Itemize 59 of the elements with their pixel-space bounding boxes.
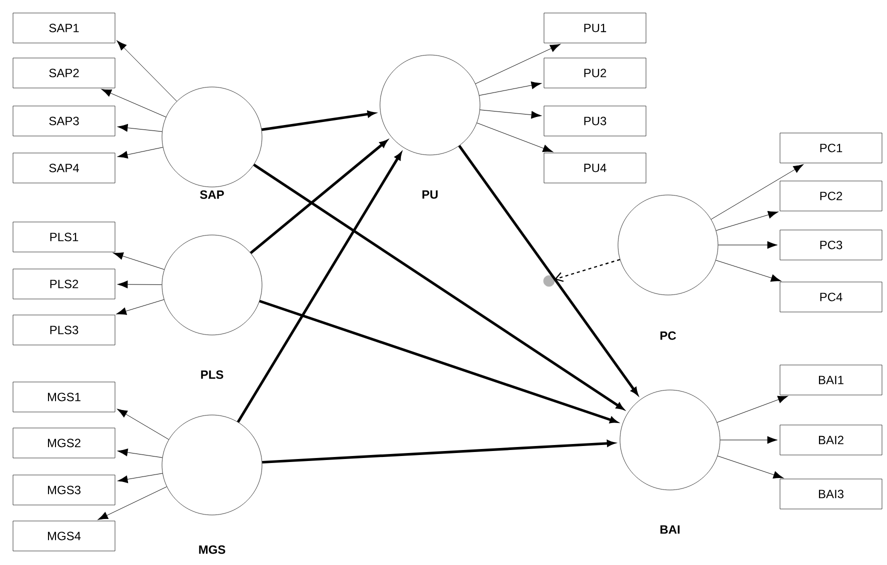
node-label: PU <box>422 190 438 199</box>
indicator-box: PU3 <box>544 106 646 136</box>
node-label: PC <box>660 331 676 340</box>
arrow <box>261 110 375 131</box>
arrow <box>480 110 542 119</box>
indicator-box: BAI3 <box>780 478 882 510</box>
arrow <box>118 124 162 132</box>
arrow <box>458 145 638 395</box>
dashed-arrow <box>554 258 620 282</box>
arrow <box>116 299 164 315</box>
arrow <box>710 164 804 220</box>
indicator-box: PC1 <box>780 132 882 164</box>
indicator-box: MGS2 <box>12 428 116 458</box>
arrow <box>475 44 560 84</box>
indicator-box: SAP2 <box>12 58 116 88</box>
indicator-box: PLS3 <box>12 314 116 346</box>
arrow <box>253 164 624 410</box>
indicator-box: MGS4 <box>12 520 116 552</box>
arrow <box>716 260 782 282</box>
arrow <box>716 211 778 231</box>
arrow <box>718 241 778 249</box>
indicator-box: PLS1 <box>12 222 116 252</box>
node-label: BAI <box>660 525 680 534</box>
indicator-box: PU4 <box>544 152 646 184</box>
indicator-box: MGS3 <box>12 474 116 506</box>
indicator-box: BAI1 <box>780 364 882 396</box>
arrow <box>720 436 778 444</box>
indicator-box: SAP1 <box>12 12 116 44</box>
indicator-box: PC3 <box>780 230 882 260</box>
arrow <box>236 152 402 423</box>
arrow <box>118 280 162 288</box>
arrow <box>101 88 166 118</box>
node-label: MGS <box>199 545 226 554</box>
arrow <box>476 122 554 152</box>
arrow <box>113 252 164 270</box>
arrow <box>116 40 177 102</box>
arrow <box>259 300 618 424</box>
arrow <box>117 408 170 440</box>
indicator-box: PU2 <box>544 58 646 88</box>
indicator-box: PLS2 <box>12 268 116 300</box>
arrow <box>118 448 163 458</box>
arrow <box>717 456 784 479</box>
arrow <box>262 440 614 464</box>
moderation-dot <box>543 275 555 287</box>
arrow <box>250 140 388 254</box>
indicator-box: PC4 <box>780 282 882 312</box>
arrow <box>117 473 163 484</box>
indicator-box: BAI2 <box>780 424 882 456</box>
indicator-box: SAP3 <box>12 106 116 136</box>
arrow <box>716 396 788 423</box>
indicator-box: SAP4 <box>12 152 116 184</box>
indicator-box: MGS1 <box>12 382 116 412</box>
arrow <box>479 82 542 96</box>
node-label: SAP <box>200 190 224 199</box>
indicator-box: PU1 <box>544 12 646 44</box>
arrow <box>98 486 167 520</box>
node-label: PLS <box>201 370 224 379</box>
arrow <box>117 147 164 159</box>
indicator-box: PC2 <box>780 180 882 212</box>
